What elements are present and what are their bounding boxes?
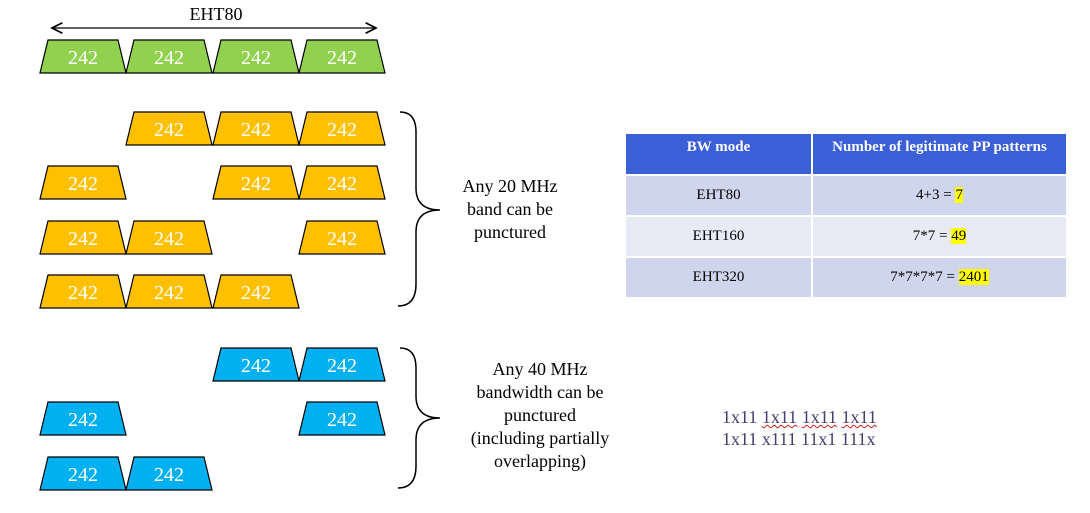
ru-242-block — [39, 220, 127, 255]
count-expression: 4+3 = — [916, 187, 956, 203]
ru-242-label: 242 — [241, 119, 271, 141]
ru-242-block — [298, 39, 386, 74]
caption-line: punctured — [474, 222, 546, 242]
ru-242-label: 242 — [154, 464, 184, 486]
column-header: BW mode — [626, 134, 813, 176]
ru-242-label: 242 — [68, 173, 98, 195]
ru-242-block — [39, 39, 127, 74]
table-row: EHT160 7*7 = 49 — [626, 216, 1066, 258]
ru-242-block — [125, 274, 213, 309]
caption-line: punctured — [504, 405, 576, 425]
ru-242-block — [298, 401, 386, 436]
ru-242-label: 242 — [154, 119, 184, 141]
ru-242-block — [39, 274, 127, 309]
ru-242-label: 242 — [68, 47, 98, 69]
table-row: EHT320 7*7*7*7 = 2401 — [626, 257, 1066, 299]
ru-242-label: 242 — [327, 228, 357, 250]
ru-242-label: 242 — [68, 228, 98, 250]
pattern-token: 1x11 — [801, 407, 838, 427]
caption-line: Any 40 MHz — [492, 359, 588, 379]
ru-242-label: 242 — [68, 282, 98, 304]
ru-242-block — [39, 165, 127, 200]
ru-242-block — [39, 456, 127, 491]
count-expression: 7*7 = — [912, 228, 952, 244]
ru-242-label: 242 — [154, 47, 184, 69]
brace-20mhz — [397, 111, 441, 307]
ru-242-block — [212, 39, 300, 74]
count-value: 49 — [951, 228, 967, 244]
ru-242-label: 242 — [68, 409, 98, 431]
ru-242-label: 242 — [68, 464, 98, 486]
count-value: 2401 — [958, 269, 989, 285]
ru-242-label: 242 — [327, 409, 357, 431]
ru-242-block — [212, 274, 300, 309]
pattern-line-2: 1x11 x111 11x1 111x — [722, 428, 877, 450]
pattern-count-cell: 7*7*7*7 = 2401 — [812, 257, 1066, 299]
brace-40mhz-caption: Any 40 MHz bandwidth can be punctured (i… — [450, 358, 630, 473]
bw-mode-cell: EHT320 — [626, 257, 813, 299]
ru-242-label: 242 — [327, 355, 357, 377]
bw-mode-cell: EHT80 — [626, 175, 813, 217]
ru-242-block — [298, 111, 386, 146]
ru-242-label: 242 — [154, 282, 184, 304]
ru-242-label: 242 — [241, 47, 271, 69]
ru-242-label: 242 — [327, 119, 357, 141]
caption-line: overlapping) — [494, 451, 586, 471]
pattern-token: 1x11 — [841, 407, 877, 427]
ru-242-label: 242 — [154, 228, 184, 250]
caption-line: (including partially — [470, 428, 610, 448]
ru-242-label: 242 — [241, 173, 271, 195]
ru-242-label: 242 — [327, 173, 357, 195]
caption-line: bandwidth can be — [476, 382, 604, 402]
ru-242-block — [125, 456, 213, 491]
pattern-token: 111x — [840, 429, 876, 449]
pattern-token: 1x11 — [722, 407, 758, 427]
ru-242-block — [212, 165, 300, 200]
ru-rows: 242 242 242 242 242 242 242 242 242 242 242 242 242 2… — [39, 39, 386, 491]
count-expression: 7*7*7*7 = — [890, 269, 959, 285]
pattern-count-cell: 7*7 = 49 — [812, 216, 1066, 258]
brace-40mhz — [397, 347, 441, 489]
eht80-label: EHT80 — [190, 4, 243, 24]
pattern-token: 11x1 — [801, 429, 837, 449]
ru-242-block — [298, 220, 386, 255]
ru-242-block — [298, 347, 386, 382]
bw-mode-cell: EHT160 — [626, 216, 813, 258]
pattern-count-cell: 4+3 = 7 — [812, 175, 1066, 217]
ru-242-block — [212, 111, 300, 146]
ru-242-block — [39, 401, 127, 436]
pattern-line-1: 1x11 1x11 1x11 1x11 — [722, 406, 877, 428]
column-header: Number of legitimate PP patterns — [812, 134, 1066, 176]
brace-20mhz-caption: Any 20 MHz band can be punctured — [440, 175, 580, 244]
ru-242-block — [125, 111, 213, 146]
caption-line: Any 20 MHz — [462, 176, 558, 196]
ru-242-block — [298, 165, 386, 200]
pattern-token: x111 — [761, 429, 797, 449]
table-header-row: BW mode Number of legitimate PP patterns — [626, 134, 1066, 176]
pattern-token: 1x11 — [761, 407, 798, 427]
table-row: EHT80 4+3 = 7 — [626, 175, 1066, 217]
count-value: 7 — [955, 187, 963, 203]
pattern-token: 1x11 — [722, 429, 758, 449]
ru-242-block — [212, 347, 300, 382]
pp-patterns-table: BW mode Number of legitimate PP patterns… — [626, 134, 1066, 299]
ru-242-label: 242 — [241, 355, 271, 377]
ru-242-block — [125, 39, 213, 74]
pattern-notation: 1x11 1x11 1x11 1x11 1x11 x111 11x1 111x — [722, 406, 877, 450]
caption-line: band can be — [467, 199, 553, 219]
ru-242-block — [125, 220, 213, 255]
ru-242-label: 242 — [327, 47, 357, 69]
ru-242-label: 242 — [241, 282, 271, 304]
